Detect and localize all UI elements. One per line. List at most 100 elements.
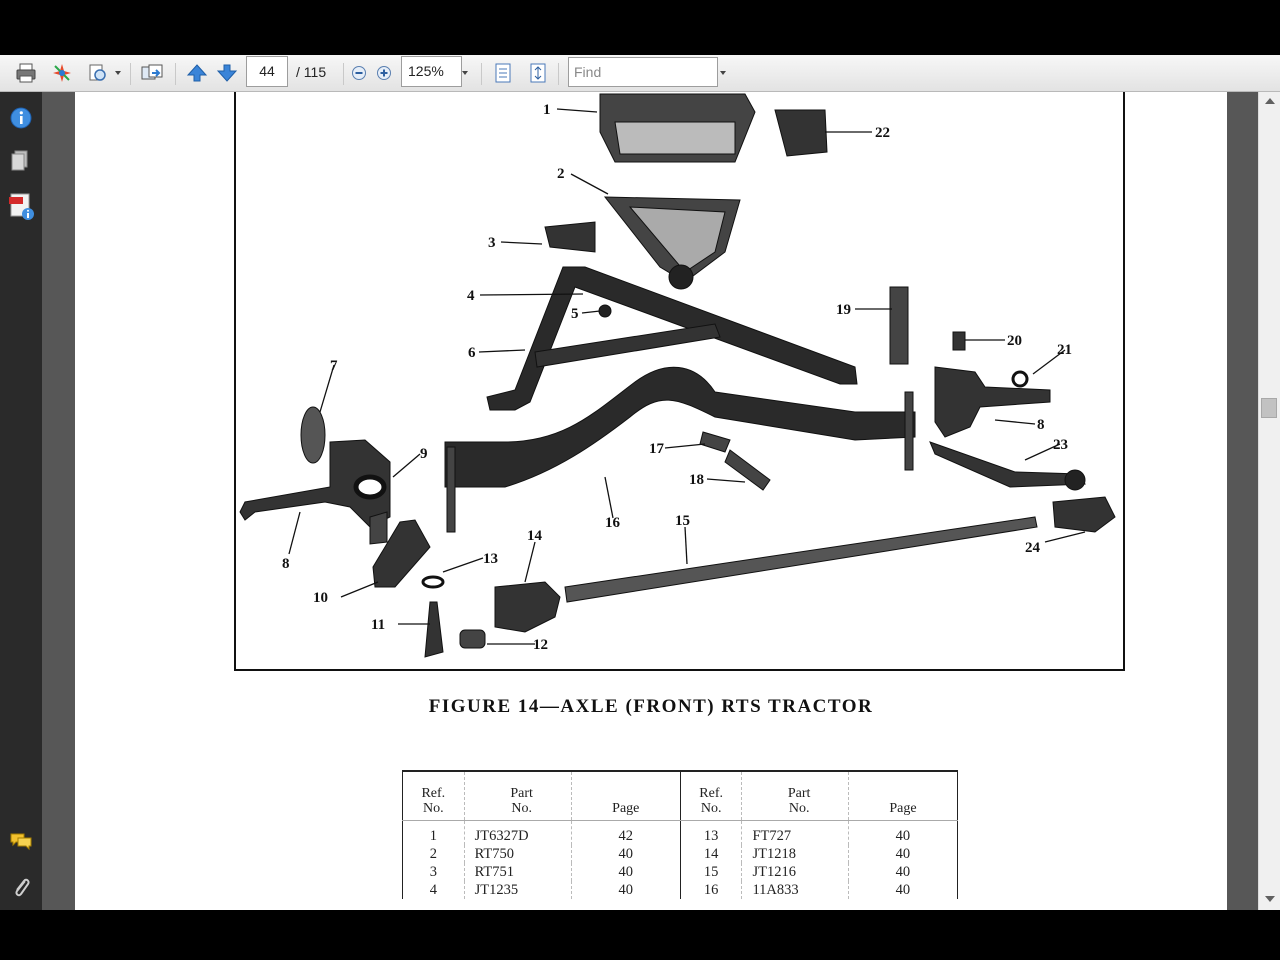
ref-no: 15 [680, 863, 743, 881]
callout-18: 18 [689, 472, 704, 488]
callout-11: 11 [371, 617, 385, 633]
ref-no: 4 [402, 881, 465, 899]
info-icon[interactable] [9, 106, 33, 130]
callout-2: 2 [557, 166, 565, 182]
table-row: 2 RT750 40 14 JT1218 40 [402, 845, 958, 863]
scroll-up-arrow[interactable] [1265, 98, 1275, 104]
callout-8: 8 [282, 556, 290, 572]
ref-no: 13 [680, 820, 743, 845]
fit-width-icon[interactable] [526, 61, 550, 85]
zoom-in-icon[interactable] [372, 61, 396, 85]
part-no: FT727 [741, 820, 849, 845]
callout-4: 4 [467, 288, 475, 304]
callout-5: 5 [571, 306, 579, 322]
callout-8-right: 8 [1037, 417, 1045, 433]
header-part-no-2: Part No. [741, 771, 849, 821]
separator [130, 63, 131, 85]
pdf-page: 1 2 3 4 5 6 7 8 9 10 11 12 13 14 15 16 1… [75, 92, 1227, 910]
page-no: 40 [895, 864, 911, 880]
next-page-icon[interactable] [215, 61, 239, 85]
zoom-dropdown-caret[interactable] [462, 71, 468, 75]
part-no: JT1216 [741, 863, 849, 881]
page-no: 40 [571, 881, 681, 899]
find-input[interactable]: Find [568, 57, 718, 87]
ref-no: 3 [402, 863, 465, 881]
table-row: 3 RT751 40 15 JT1216 40 [402, 863, 958, 881]
zoom-out-icon[interactable] [347, 61, 371, 85]
callout-23: 23 [1053, 437, 1068, 453]
callout-14: 14 [527, 528, 543, 544]
callout-17: 17 [649, 441, 665, 457]
callout-21: 21 [1057, 342, 1072, 358]
part-no: RT750 [464, 845, 572, 863]
navigation-pane-rail [0, 92, 43, 910]
callout-15: 15 [675, 513, 690, 529]
page-no: 40 [571, 863, 681, 881]
find-dropdown-caret[interactable] [720, 71, 726, 75]
table-row: 4 JT1235 40 16 11A833 40 [402, 881, 958, 899]
search-document-icon[interactable] [86, 61, 110, 85]
ref-no: 2 [402, 845, 465, 863]
fit-page-icon[interactable] [491, 61, 515, 85]
zoom-level-input[interactable]: 125% [401, 56, 462, 87]
scrollbar-thumb[interactable] [1261, 398, 1277, 418]
page-number-input[interactable]: 44 [246, 56, 288, 87]
page-no: 40 [895, 828, 911, 844]
callout-20: 20 [1007, 333, 1022, 349]
part-no: 11A833 [741, 881, 849, 899]
page-no: 42 [571, 820, 681, 845]
comments-icon[interactable] [9, 832, 33, 856]
page-gutter-left [42, 92, 75, 910]
callout-3: 3 [488, 235, 496, 251]
share-icon[interactable] [140, 61, 164, 85]
scroll-down-arrow[interactable] [1265, 896, 1275, 902]
window-bottom-bar [0, 910, 1280, 960]
separator [558, 63, 559, 85]
page-total-label: / 115 [296, 64, 327, 80]
window-top-bar [0, 0, 1280, 55]
vertical-scrollbar[interactable] [1258, 92, 1280, 910]
callout-16: 16 [605, 515, 621, 531]
part-no: RT751 [464, 863, 572, 881]
figure-caption: FIGURE 14—AXLE (FRONT) RTS TRACTOR [428, 696, 874, 717]
collaborate-icon[interactable] [50, 61, 74, 85]
header-ref-no: Ref. No. [402, 771, 465, 821]
figure-callout-labels: 1 2 3 4 5 6 7 8 9 10 11 12 13 14 15 16 1… [282, 102, 1072, 653]
callout-7: 7 [330, 358, 338, 374]
header-page: Page [571, 771, 681, 821]
callout-24: 24 [1025, 540, 1041, 556]
part-no: JT6327D [464, 820, 572, 845]
parts-table-header: Ref. No. Part No. Page Ref. No. Part No.… [402, 771, 958, 821]
pages-panel-icon[interactable] [9, 148, 33, 172]
callout-9: 9 [420, 446, 428, 462]
previous-page-icon[interactable] [185, 61, 209, 85]
header-ref-no-2: Ref. No. [680, 771, 743, 821]
callout-6: 6 [468, 345, 476, 361]
part-no: JT1218 [741, 845, 849, 863]
separator [343, 63, 344, 85]
print-icon[interactable] [14, 61, 38, 85]
header-page-2: Page [848, 771, 958, 821]
header-part-no: Part No. [464, 771, 572, 821]
separator [481, 63, 482, 85]
page-no: 40 [895, 882, 911, 898]
part-no: JT1235 [464, 881, 572, 899]
callout-19: 19 [836, 302, 851, 318]
ref-no: 1 [402, 820, 465, 845]
callout-12: 12 [533, 637, 548, 653]
ref-no: 14 [680, 845, 743, 863]
callout-1: 1 [543, 102, 551, 118]
axle-figure-illustration: 1 2 3 4 5 6 7 8 9 10 11 12 13 14 15 16 1… [234, 92, 1125, 671]
pdf-toolbar: 44 / 115 125% Find [0, 55, 1280, 92]
table-row: 1 JT6327D 42 13 FT727 40 [402, 820, 958, 845]
page-no: 40 [571, 845, 681, 863]
separator [175, 63, 176, 85]
parts-table: Ref. No. Part No. Page Ref. No. Part No.… [402, 770, 958, 899]
pdf-properties-icon[interactable] [9, 192, 34, 220]
callout-22: 22 [875, 125, 890, 141]
page-gutter-right [1227, 92, 1258, 910]
attachments-icon[interactable] [9, 875, 33, 899]
ref-no: 16 [680, 881, 743, 899]
figure-leader-lines [288, 108, 1086, 645]
search-dropdown-caret[interactable] [115, 71, 121, 75]
